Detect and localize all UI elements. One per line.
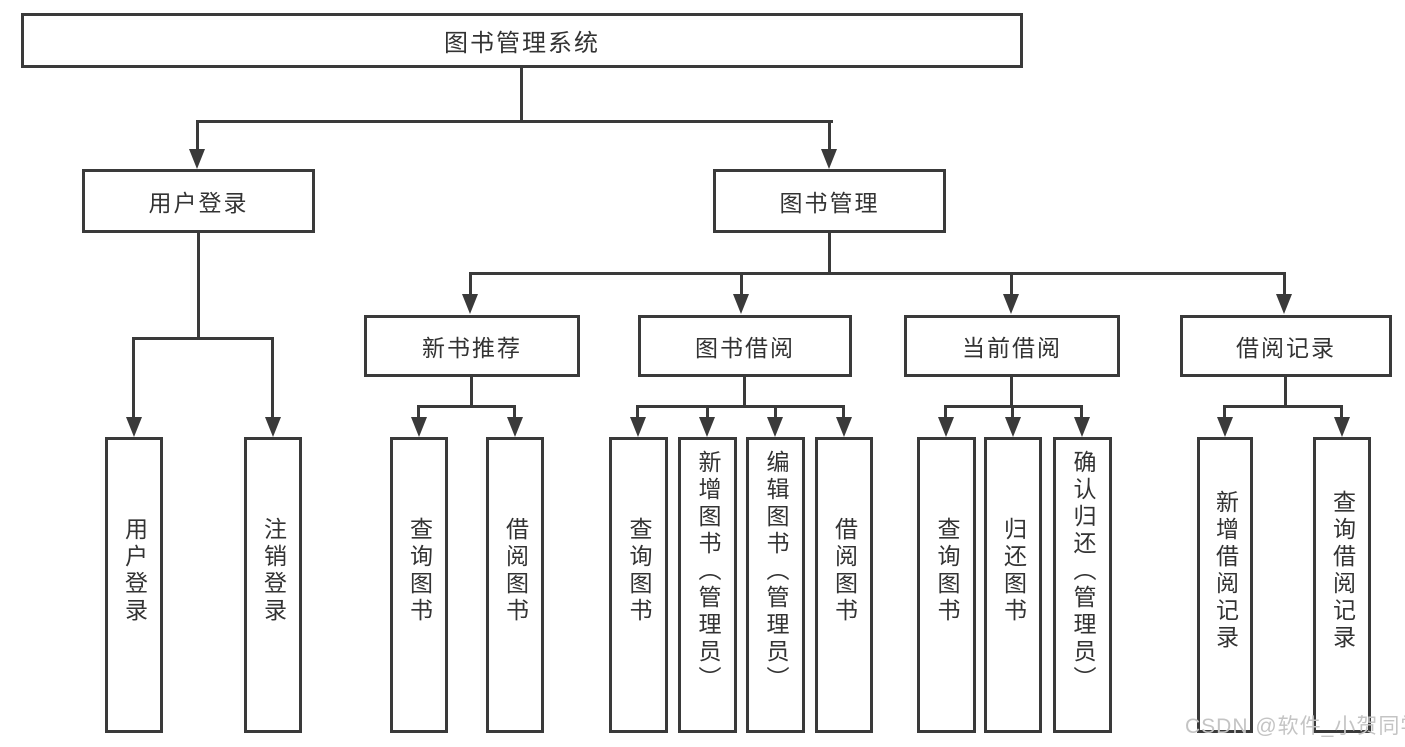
arrow-down-user-login [189, 149, 205, 169]
connector-drop-new-book [469, 272, 472, 296]
connector-drop-borrow-records [1283, 272, 1286, 296]
leaf-user-login-label: 用户登录 [121, 517, 148, 625]
leaf-query-borrow-record-label: 查询借阅记录 [1329, 490, 1356, 652]
leaf-return-books-label: 归还图书 [1000, 517, 1027, 625]
connector-drop-leaf-user-login [132, 337, 135, 419]
node-library-management-system: 图书管理系统 [21, 13, 1023, 68]
connector-new-book-split [417, 405, 516, 408]
connector-drop-query-current [944, 405, 947, 419]
connector-borrow-records-stem [1284, 377, 1287, 407]
arrow-down-borrow-records [1276, 294, 1292, 314]
connector-drop-book-management [828, 120, 831, 152]
connector-book-borrow-split [636, 405, 845, 408]
connector-drop-borrow-newbook [513, 405, 516, 419]
leaf-borrow-books-borrow-label: 借阅图书 [831, 517, 858, 625]
connector-drop-user-login [196, 120, 199, 152]
arrow-down-leaf-logout [265, 417, 281, 437]
leaf-confirm-return-admin: 确认归还（管理员） [1053, 437, 1112, 733]
connector-drop-query-borrow [636, 405, 639, 419]
connector-drop-edit-books [774, 405, 777, 419]
connector-drop-query-record [1340, 405, 1343, 419]
connector-root-split [196, 120, 833, 123]
leaf-query-borrow-record: 查询借阅记录 [1313, 437, 1371, 733]
leaf-edit-books-admin: 编辑图书（管理员） [746, 437, 805, 733]
connector-drop-book-borrow [740, 272, 743, 296]
arrow-down-book-borrow [733, 294, 749, 314]
leaf-add-books-admin: 新增图书（管理员） [678, 437, 737, 733]
arrow-down-query-current [938, 417, 954, 437]
arrow-down-edit-books [767, 417, 783, 437]
connector-root-stem [520, 68, 523, 121]
arrow-down-current-borrow [1003, 294, 1019, 314]
connector-user-login-stem [197, 233, 200, 338]
arrow-down-return-books [1005, 417, 1021, 437]
connector-borrow-records-split [1223, 405, 1342, 408]
connector-drop-return-books [1011, 405, 1014, 419]
connector-drop-confirm-return [1080, 405, 1083, 419]
node-user-login: 用户登录 [82, 169, 315, 233]
connector-book-management-stem [828, 233, 831, 274]
connector-drop-leaf-logout [271, 337, 274, 419]
leaf-add-borrow-record: 新增借阅记录 [1197, 437, 1253, 733]
leaf-edit-books-admin-label: 编辑图书（管理员） [763, 449, 789, 693]
arrow-down-book-management [821, 149, 837, 169]
arrow-down-leaf-user-login [126, 417, 142, 437]
leaf-user-login: 用户登录 [105, 437, 163, 733]
connector-new-book-stem [470, 377, 473, 407]
leaf-query-books-borrow: 查询图书 [609, 437, 668, 733]
leaf-confirm-return-admin-label: 确认归还（管理员） [1070, 449, 1096, 693]
connector-current-borrow-stem [1010, 377, 1013, 407]
leaf-borrow-books-newbook-label: 借阅图书 [502, 517, 529, 625]
arrow-down-query-record [1334, 417, 1350, 437]
connector-book-management-split [469, 272, 1286, 275]
leaf-query-books-newbook: 查询图书 [390, 437, 448, 733]
leaf-borrow-books-borrow: 借阅图书 [815, 437, 873, 733]
arrow-down-add-books [699, 417, 715, 437]
leaf-query-books-current: 查询图书 [917, 437, 976, 733]
arrow-down-query-borrow [630, 417, 646, 437]
connector-drop-query-newbook [417, 405, 420, 419]
connector-drop-current-borrow [1010, 272, 1013, 296]
leaf-logout-label: 注销登录 [260, 517, 287, 625]
arrow-down-borrow-books [836, 417, 852, 437]
arrow-down-borrow-newbook [507, 417, 523, 437]
leaf-add-books-admin-label: 新增图书（管理员） [695, 449, 721, 693]
leaf-query-books-borrow-label: 查询图书 [626, 517, 652, 625]
node-current-borrow: 当前借阅 [904, 315, 1120, 377]
leaf-query-books-newbook-label: 查询图书 [406, 517, 433, 625]
leaf-query-books-current-label: 查询图书 [934, 517, 960, 625]
arrow-down-query-newbook [411, 417, 427, 437]
leaf-borrow-books-newbook: 借阅图书 [486, 437, 544, 733]
node-book-borrow: 图书借阅 [638, 315, 852, 377]
connector-user-login-split [132, 337, 274, 340]
node-new-book-recommend: 新书推荐 [364, 315, 580, 377]
arrow-down-confirm-return [1074, 417, 1090, 437]
leaf-add-borrow-record-label: 新增借阅记录 [1212, 490, 1239, 652]
connector-book-borrow-stem [743, 377, 746, 407]
node-borrow-records: 借阅记录 [1180, 315, 1392, 377]
connector-drop-borrow-books [842, 405, 845, 419]
leaf-logout: 注销登录 [244, 437, 302, 733]
connector-drop-add-books [706, 405, 709, 419]
connector-drop-add-record [1223, 405, 1226, 419]
node-book-management: 图书管理 [713, 169, 946, 233]
arrow-down-new-book [462, 294, 478, 314]
csdn-watermark: CSDN @软件_小贺同学 [1185, 715, 1405, 738]
leaf-return-books: 归还图书 [984, 437, 1042, 733]
arrow-down-add-record [1217, 417, 1233, 437]
